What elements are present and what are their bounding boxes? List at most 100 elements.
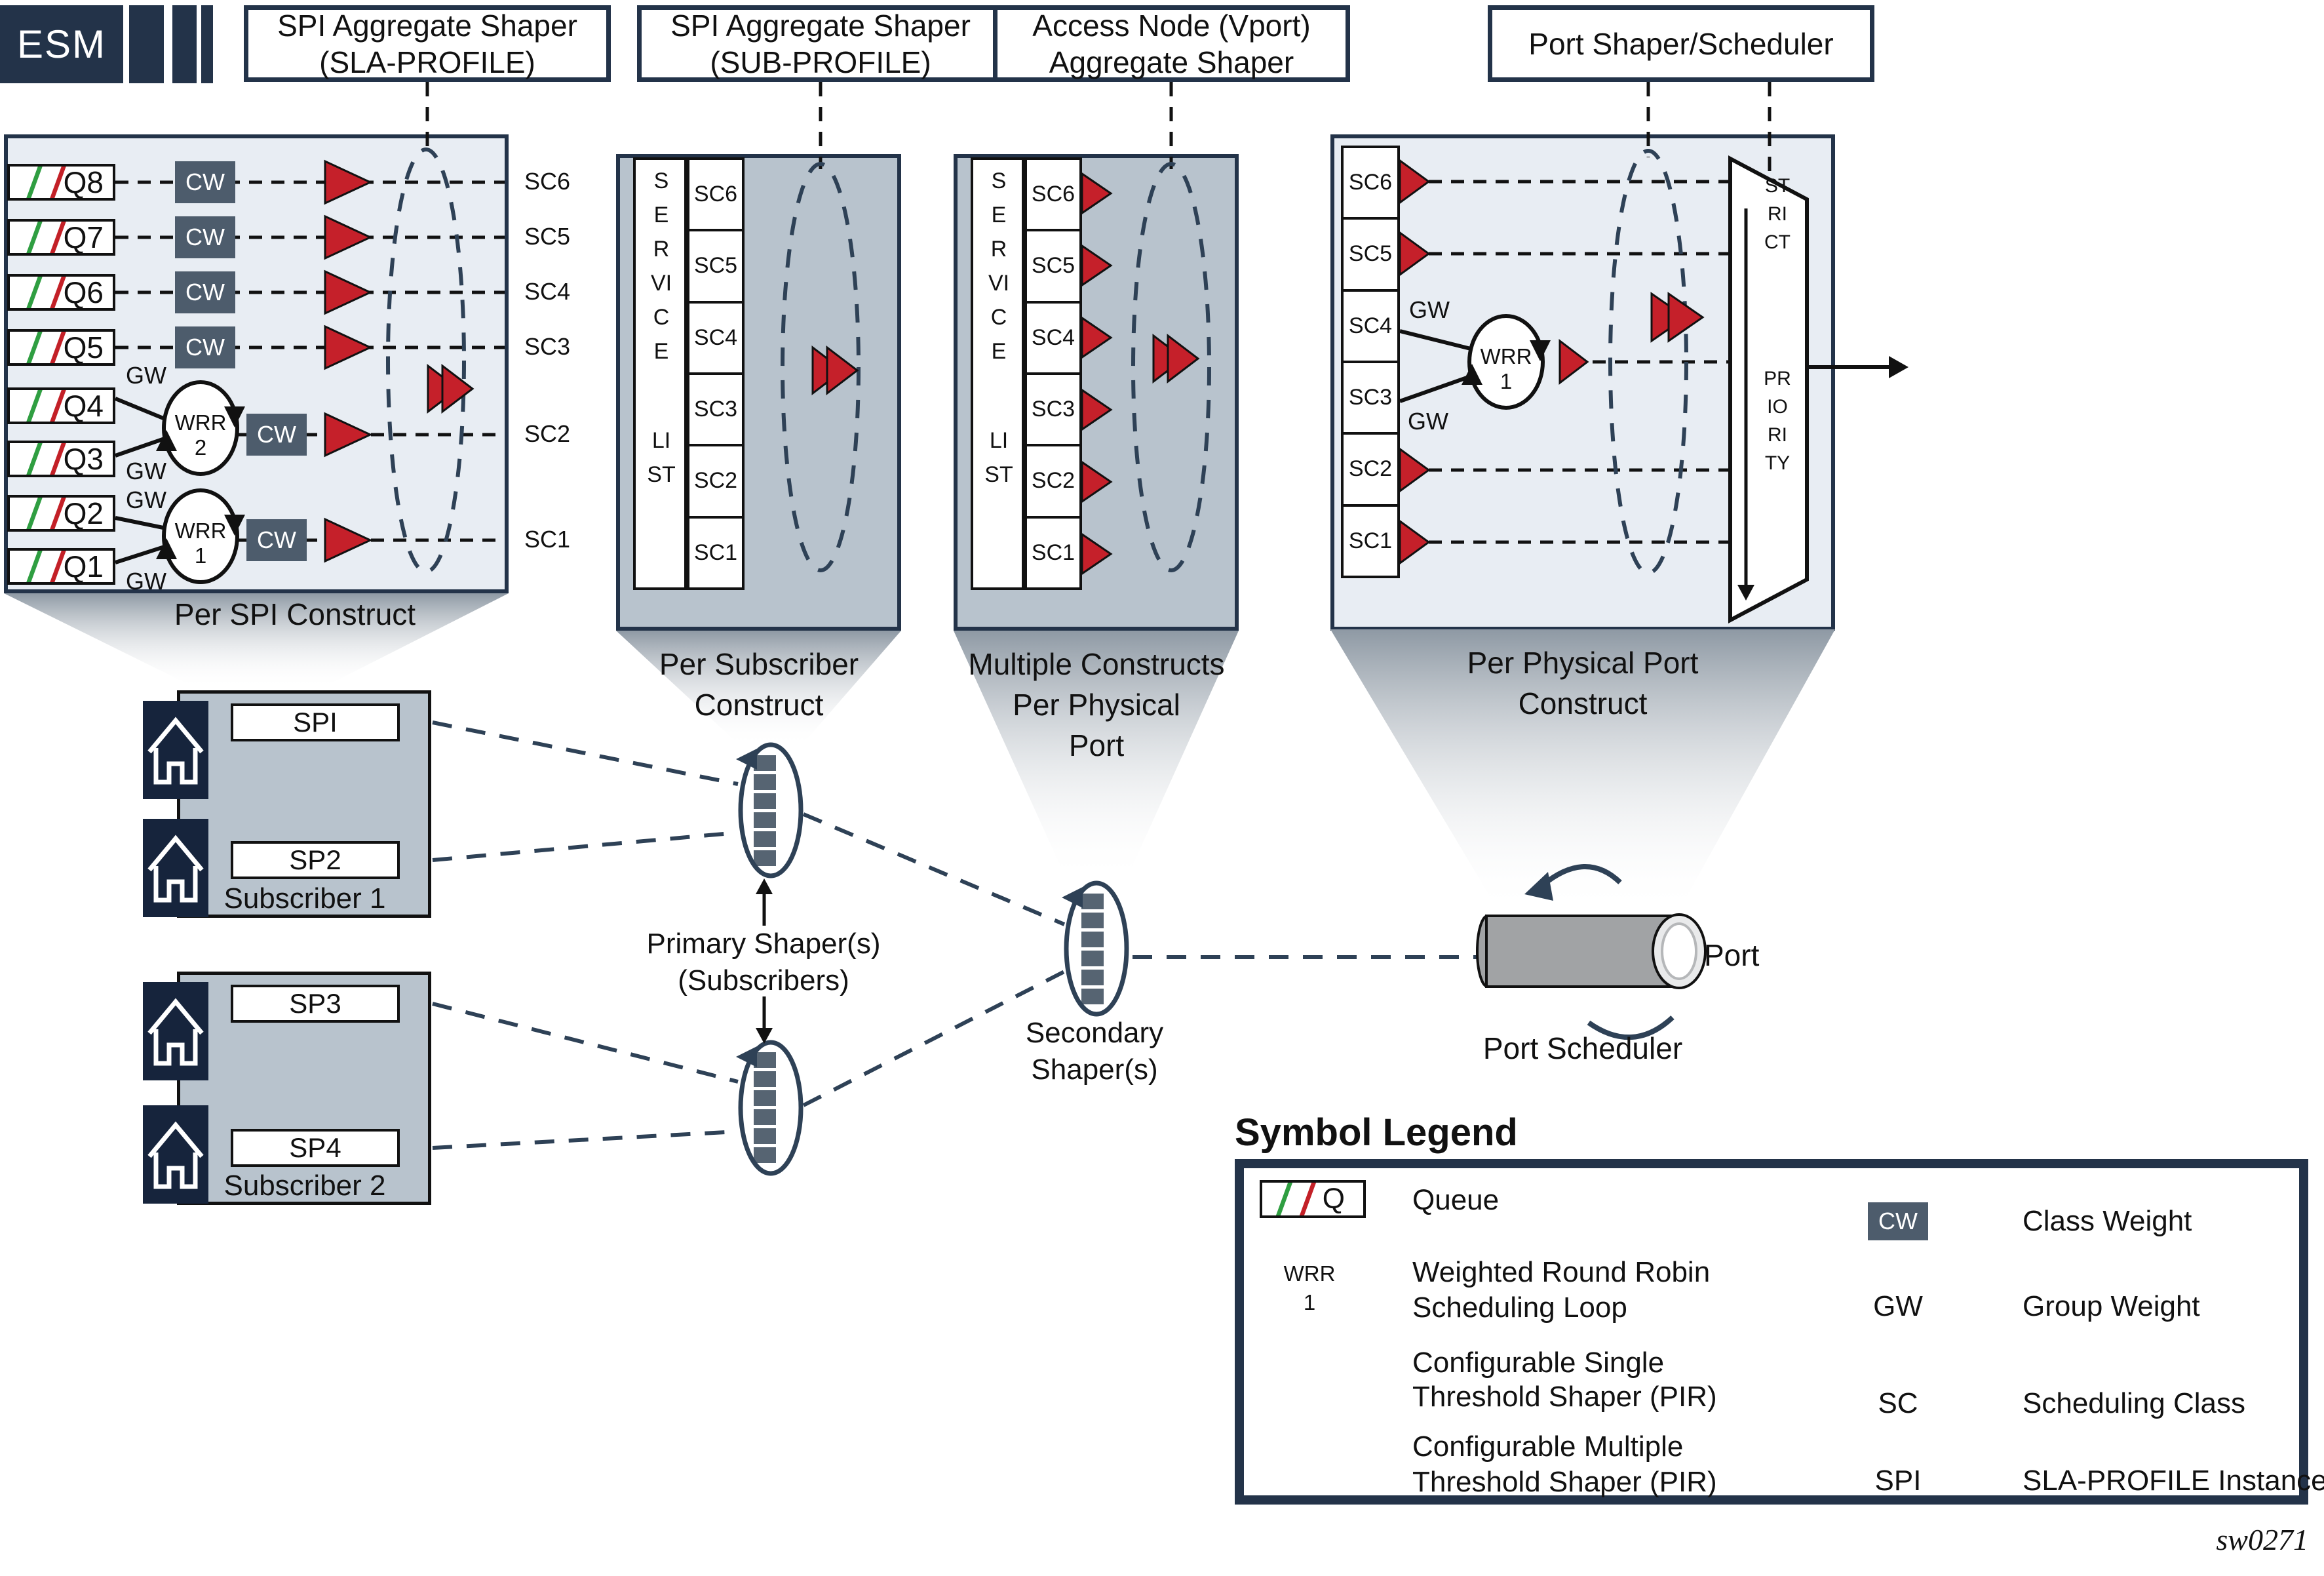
secondary-shaper-icon (1062, 880, 1129, 1017)
queue-label: Q1 (63, 549, 104, 583)
per-spi-construct-label: Per SPI Construct (174, 597, 416, 631)
queue-stripe-green (26, 498, 43, 529)
queue-stripe-green (26, 277, 43, 308)
wrr1-number: 1 (194, 543, 207, 568)
sc-cell: SC3 (689, 374, 742, 447)
queue-q8: Q8 (7, 164, 115, 201)
title-line: SPI Aggregate Shaper (277, 8, 577, 43)
legend-spi-key: SPI (1874, 1465, 1922, 1497)
sp3-tag: SP3 (231, 985, 400, 1023)
title-connector-lines (425, 82, 1772, 178)
legend-sc-key: SC (1878, 1387, 1918, 1419)
vport-funnel (954, 631, 1239, 880)
figure-watermark: sw0271 (2216, 1523, 2308, 1556)
title-line: Port Shaper/Scheduler (1528, 26, 1834, 61)
sc-cell-column: SC6 SC5 SC4 SC3 SC2 SC1 (1341, 146, 1400, 578)
sc-cell-column: SC6 SC5 SC4 SC3 SC2 SC1 (1024, 157, 1082, 590)
port-label: Port (1704, 938, 1760, 972)
sc-cell: SC5 (1344, 220, 1397, 292)
gw-label: GW (1408, 408, 1448, 435)
queue-stripe-red (1299, 1183, 1317, 1215)
sc-cell: SC3 (1027, 374, 1079, 447)
queue-label: Q3 (63, 442, 104, 476)
house-icon (143, 819, 208, 917)
queue-label: Q8 (63, 165, 104, 199)
primary-shaper-label-line2: (Subscribers) (678, 964, 849, 996)
esm-logo-text: ESM (16, 22, 107, 66)
output-arrow (1808, 356, 1908, 378)
sc-label: SC4 (524, 278, 571, 305)
title-line: (SUB-PROFILE) (710, 45, 931, 79)
esm-logo: ESM (0, 5, 123, 83)
list-vertical-text: LIST (984, 428, 1013, 487)
port-scheduler-label: Port Scheduler (1482, 1031, 1683, 1065)
scheduler-ellipses (386, 148, 1688, 575)
cw-box: CW (246, 414, 307, 456)
house-icon (143, 1105, 208, 1204)
per-spi-funnel (4, 593, 509, 688)
spi-tag: SPI (231, 703, 400, 741)
vport-label-line3: Port (1068, 728, 1125, 762)
sc-cell: SC1 (689, 518, 742, 587)
legend-wrr-label: WRR (1283, 1261, 1336, 1286)
house-icon (143, 701, 208, 799)
queue-stripe-green (26, 551, 43, 582)
queue-label: Q7 (63, 220, 104, 254)
sc-cell: SC2 (689, 446, 742, 519)
secondary-shaper-label-line1: Secondary (1025, 1017, 1164, 1049)
legend-multi-line1: Configurable Multiple (1412, 1430, 1684, 1463)
sc-cell: SC3 (1344, 363, 1397, 435)
logo-bar-2 (172, 5, 197, 83)
title-line: Aggregate Shaper (1049, 45, 1294, 79)
queue-q7: Q7 (7, 219, 115, 256)
strict-vertical-text: STRICT (1764, 175, 1791, 253)
wrr-label: WRR (1480, 344, 1532, 368)
primary-shaper2-icon (736, 1040, 804, 1176)
queue-stripe-green (26, 443, 43, 475)
sc-label: SC2 (524, 420, 571, 447)
per-spi-row-lines (115, 180, 505, 542)
sc-cell: SC5 (1027, 231, 1079, 304)
sc-cell: SC1 (1344, 506, 1397, 576)
legend-wrr-line2: Scheduling Loop (1412, 1291, 1627, 1324)
legend-wrr-number: 1 (1303, 1290, 1316, 1314)
queue-stripe-green (26, 222, 43, 253)
logo-bar-1 (129, 5, 164, 83)
sc-cell: SC4 (1344, 291, 1397, 363)
sc-cell: SC4 (1027, 303, 1079, 375)
logo-bar-3 (201, 5, 213, 83)
gw-label: GW (126, 458, 166, 484)
queue-stripe-green (26, 390, 43, 422)
queue-stripe-green (26, 332, 43, 363)
sc-cell: SC6 (689, 160, 742, 232)
vport-label-line1: Multiple Constructs (968, 647, 1225, 681)
list-vertical-text: LIST (647, 428, 676, 487)
per-spi-gw-lines (114, 397, 168, 564)
cw-box: CW (175, 326, 235, 368)
legend-cw-label: Class Weight (2023, 1205, 2192, 1237)
title-sla-profile: SPI Aggregate Shaper (SLA-PROFILE) (244, 5, 611, 82)
flow-connector-lines (432, 720, 1480, 1150)
cw-box: CW (246, 519, 307, 561)
priority-vertical-text: PRIORITY (1764, 368, 1791, 474)
primary-label-arrows (756, 878, 773, 1044)
legend-queue-label: Queue (1412, 1184, 1500, 1216)
sc-label: SC5 (524, 223, 571, 250)
subscriber1-name: Subscriber 1 (223, 882, 386, 915)
queue-q3: Q3 (7, 441, 115, 477)
sc-label: SC1 (524, 526, 571, 553)
legend-single-line2: Threshold Shaper (PIR) (1412, 1381, 1717, 1413)
legend-multi-line2: Threshold Shaper (PIR) (1412, 1466, 1717, 1498)
queue-label: Q5 (63, 330, 104, 364)
gw-label: GW (126, 568, 166, 595)
gw-label: GW (126, 486, 166, 513)
strict-priority-shape (1728, 155, 1809, 623)
per-subscriber-label-line2: Construct (694, 688, 824, 722)
cw-box: CW (175, 216, 235, 258)
legend-queue-icon: Q (1260, 1180, 1366, 1218)
legend-title: Symbol Legend (1235, 1111, 1518, 1154)
sc-label: SC6 (524, 168, 571, 195)
wrr2-label: WRR (174, 410, 227, 435)
queue-q4: Q4 (7, 387, 115, 424)
